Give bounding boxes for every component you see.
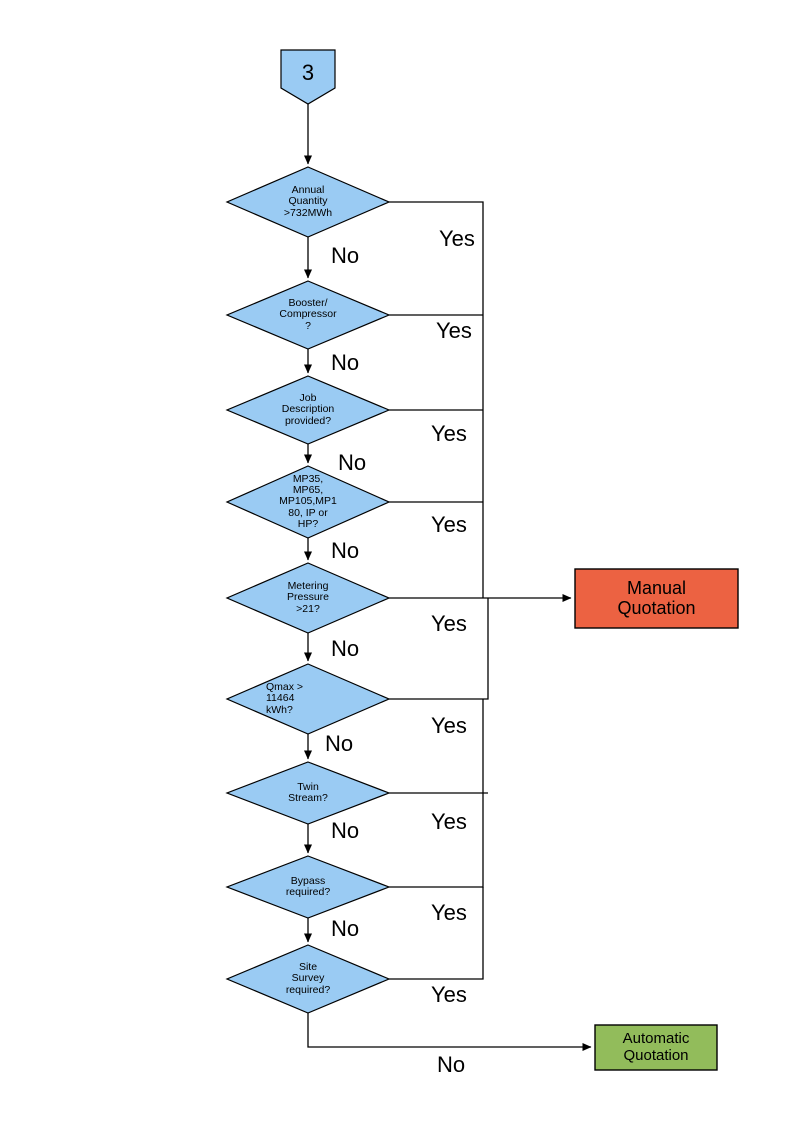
edge-label-yes-site-survey: Yes: [431, 982, 467, 1007]
terminal-automatic-quotation-box: [594, 1024, 718, 1071]
decision-booster: [225, 280, 391, 350]
edge-label-yes-metering-pressure: Yes: [431, 611, 467, 636]
edge-label-yes-annual-quantity: Yes: [439, 226, 475, 251]
edge-label-no-booster: No: [331, 350, 360, 375]
edge-label-yes-booster: Yes: [436, 318, 472, 343]
edge-label-no-metering-pressure: No: [331, 636, 360, 661]
edge-label-yes-job-description: Yes: [431, 421, 467, 446]
edge-label-no-job-description: No: [338, 450, 367, 475]
decision-job-description: [225, 375, 391, 445]
edge-label-no-qmax: No: [325, 731, 354, 756]
edge-label-no-annual-quantity: No: [331, 243, 360, 268]
edge-label-no-site-survey: No: [437, 1052, 466, 1077]
terminal-manual-quotation-box: [574, 568, 739, 629]
start-pentagon: [280, 49, 336, 105]
edge-label-yes-qmax: Yes: [431, 713, 467, 738]
decision-site-survey: [225, 944, 391, 1014]
decision-bypass: [225, 855, 391, 919]
edge-no-sitesurvey-to-automatic: [307, 1013, 592, 1051]
decision-annual-quantity: [225, 166, 391, 238]
edge-label-yes-twin-stream: Yes: [431, 809, 467, 834]
decision-meter-type: [225, 465, 391, 539]
edge-label-no-bypass: No: [331, 916, 360, 941]
edge-label-yes-meter-type: Yes: [431, 512, 467, 537]
edge-label-no-meter-type: No: [331, 538, 360, 563]
edge-yes-qmax: [389, 598, 489, 700]
edge-label-no-twin-stream: No: [331, 818, 360, 843]
decision-metering-pressure: [225, 562, 391, 634]
decision-qmax: [225, 663, 391, 735]
edge-yes-annual: [389, 201, 484, 598]
edge-yes-sitesurvey: [389, 887, 484, 980]
decision-twin-stream: [225, 761, 391, 825]
edge-label-yes-bypass: Yes: [431, 900, 467, 925]
